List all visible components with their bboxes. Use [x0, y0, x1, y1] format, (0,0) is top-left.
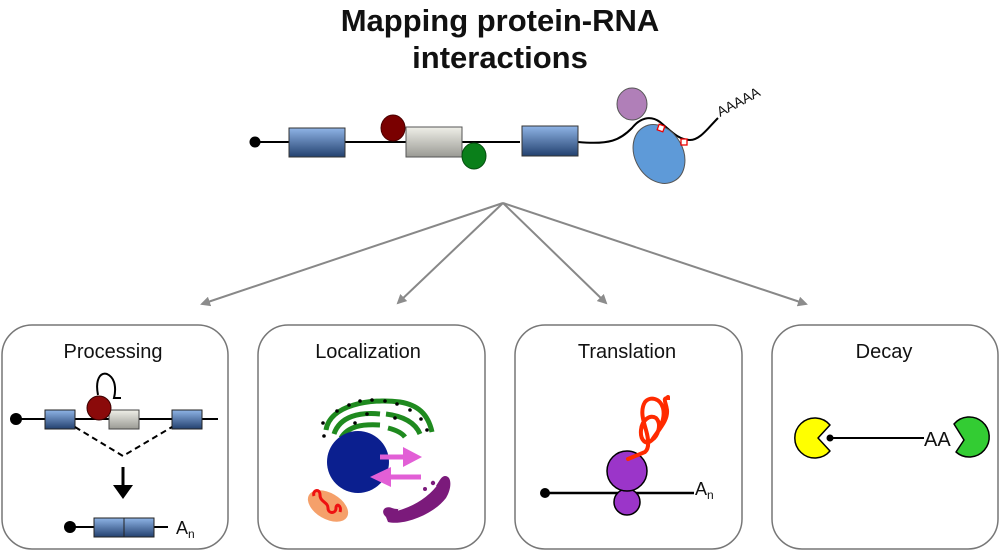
decay-poly-a-label: AA — [924, 429, 951, 451]
nucleus — [327, 431, 389, 493]
exonuclease-3prime-green — [953, 416, 990, 458]
panel-label-processing: Processing — [64, 341, 163, 363]
ribosome-small-subunit — [613, 488, 641, 516]
protein-purple — [616, 87, 648, 121]
title-line-1: Mapping protein-RNA — [340, 3, 660, 38]
cap-icon — [10, 413, 22, 425]
poly-a-tail: AAAAA — [714, 83, 763, 119]
protein-red — [380, 114, 406, 142]
golgi-apparatus — [383, 476, 451, 523]
localization-illustration — [307, 398, 451, 523]
splicing-regulator-protein — [86, 395, 112, 421]
diagram-title: Mapping protein-RNA interactions — [0, 2, 1000, 76]
translation-poly-a-label: An — [695, 479, 714, 502]
binding-site-1 — [656, 123, 666, 133]
panel-label-decay: Decay — [856, 341, 913, 363]
down-arrow-head — [113, 485, 133, 499]
exon-2 — [521, 125, 579, 157]
title-line-2: interactions — [412, 40, 588, 75]
branch-arrows — [200, 202, 808, 307]
five-prime-cap — [249, 136, 261, 148]
processing-illustration: An — [10, 372, 218, 541]
er-membrane-outer — [323, 398, 435, 433]
intron — [405, 126, 463, 158]
exon-2-icon — [171, 409, 203, 430]
translation-illustration: An — [540, 395, 714, 516]
mature-cap-icon — [64, 521, 76, 533]
processing-poly-a-label: An — [176, 518, 195, 541]
inhibition-arc — [96, 372, 121, 399]
exon-1 — [288, 127, 346, 158]
protein-blue — [632, 124, 686, 184]
panel-processing-box — [1, 324, 229, 550]
exon-1-icon — [44, 409, 76, 430]
mrna-3prime-strand — [577, 117, 719, 144]
mitochondrion-cristae — [312, 489, 342, 514]
decay-illustration: AA — [794, 416, 990, 459]
exonuclease-5prime-yellow — [794, 417, 831, 459]
spliced-exon-1 — [93, 517, 125, 538]
ribosome-large-subunit — [606, 450, 648, 492]
arrow-to-translation — [502, 202, 608, 305]
arrow-to-decay — [502, 202, 808, 307]
splice-junction-dashed — [74, 426, 173, 458]
er-membrane-middle — [331, 411, 423, 436]
panel-label-translation: Translation — [578, 341, 676, 363]
protein-green — [461, 142, 487, 170]
golgi-vesicle-2 — [423, 487, 427, 491]
arrow-to-processing — [200, 202, 504, 307]
panel-label-localization: Localization — [315, 341, 421, 363]
decay-cap — [826, 434, 834, 442]
golgi-cisternae — [397, 485, 437, 511]
spliced-exon-2 — [123, 517, 155, 538]
intron-icon — [108, 409, 140, 430]
nascent-peptide — [626, 395, 670, 461]
translation-cap — [540, 488, 550, 498]
import-arrow-head — [370, 467, 391, 487]
top-mrna-diagram: AAAAA — [249, 83, 763, 184]
arrow-to-localization — [396, 202, 504, 305]
golgi-vesicle-1 — [430, 480, 436, 486]
ribosome-dots — [321, 398, 429, 438]
export-arrow-head — [403, 447, 422, 467]
binding-site-2 — [680, 138, 688, 146]
